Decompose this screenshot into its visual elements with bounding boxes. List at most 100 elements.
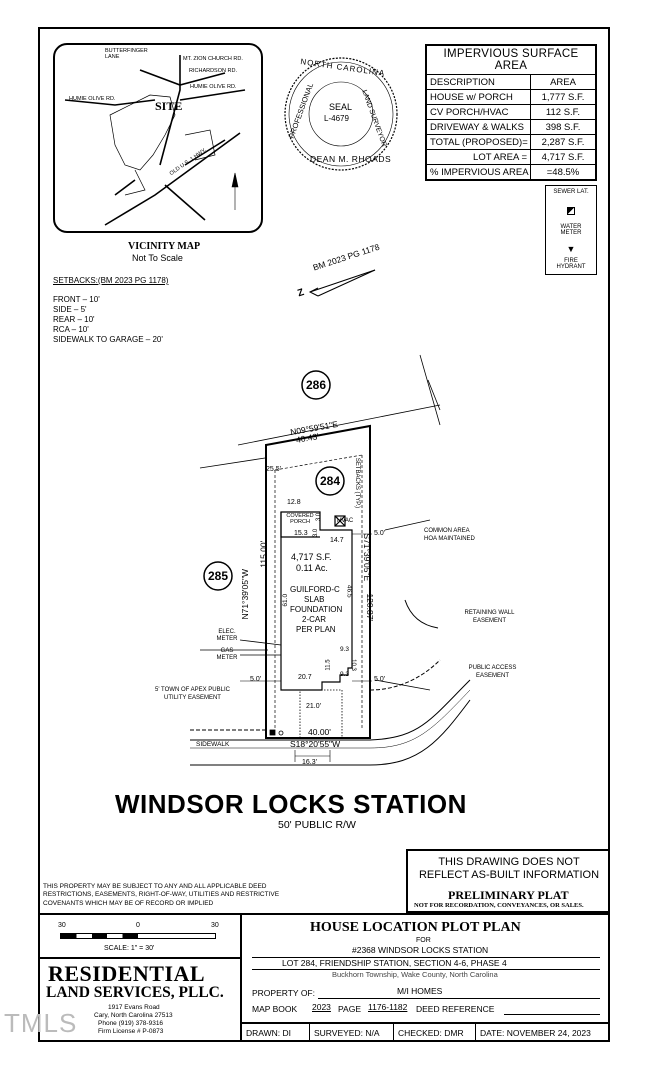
south-bearing: S18°20'55"W: [290, 739, 341, 749]
road-label-humie-olive-1: HUMIE OLIVE RD.: [190, 84, 237, 90]
symbol-legend: SEWER LAT. WATER METER ▼ FIRE HYDRANT: [545, 185, 597, 275]
dim-16-3: 16.3': [302, 759, 317, 766]
setback-rear: REAR – 10': [53, 315, 95, 324]
property-value: M/I HOMES: [397, 986, 443, 996]
title-underline: [252, 957, 600, 958]
row-label: LOT AREA =: [427, 150, 531, 164]
scale-tick-zero: 0: [136, 922, 140, 929]
svg-text:Z: Z: [296, 287, 305, 299]
table-row: LOT AREA = 4,717 S.F.: [427, 150, 595, 165]
dim-20-7: 20.7: [298, 674, 312, 681]
dim-5-0-east: 5.0': [374, 530, 386, 537]
lot-number-285: 285: [208, 569, 229, 583]
elec-meter-label: ELEC. METER: [216, 629, 238, 643]
setbacks-title: SETBACKS:(BM 2023 PG 1178): [53, 276, 169, 285]
plan-lot: LOT 284, FRIENDSHIP STATION, SECTION 4-6…: [282, 958, 507, 968]
row-label: % IMPERVIOUS AREA: [427, 165, 531, 179]
site-label: SITE: [155, 99, 183, 113]
vicinity-map: BUTTERFINGER LANE MT. ZION CHURCH RD. RI…: [53, 43, 263, 233]
dim-9-3: 9.3: [340, 646, 350, 653]
sewer-icon: [546, 207, 596, 217]
table-row: DRIVEWAY & WALKS 398 S.F.: [427, 120, 595, 135]
company-address-2: Cary, North Carolina 27513: [94, 1012, 173, 1019]
east-distance: 120.87': [365, 593, 376, 622]
drawing-note: THIS DRAWING DOES NOT REFLECT AS-BUILT I…: [418, 856, 600, 881]
retaining-wall-label: RETAINING WALL EASEMENT: [464, 610, 515, 624]
setback-side: SIDE – 5': [53, 305, 87, 314]
header-area: AREA: [550, 76, 576, 88]
road-label-richardson: RICHARDSON RD.: [189, 68, 237, 74]
lot-number-286: 286: [306, 378, 327, 392]
road-label-butterfinger: BUTTERFINGER LANE: [105, 48, 148, 60]
lot-underline: [252, 969, 600, 970]
prelim-subtext: NOT FOR RECORDATION, CONVEYANCES, OR SAL…: [414, 902, 584, 909]
south-distance: 40.00': [308, 727, 331, 737]
impervious-area-table: IMPERVIOUS SURFACE AREA DESCRIPTION AREA…: [425, 44, 597, 181]
table-row: CV PORCH/HVAC 112 S.F.: [427, 105, 595, 120]
scale-divider: [38, 957, 240, 959]
map-book-value: 2023: [312, 1002, 331, 1012]
row-value: 1,777 S.F.: [541, 91, 585, 103]
seal-drawing: [284, 57, 398, 171]
dim-46-5: 46.5: [345, 584, 353, 598]
drawing-date: DATE: NOVEMBER 24, 2023: [480, 1028, 591, 1038]
plan-address: #2368 WINDSOR LOCKS STATION: [352, 945, 489, 955]
east-bearing: S71°39'05"E: [362, 533, 373, 582]
setbacks-typ: SETBACKS (TYP.): [354, 457, 361, 509]
dim-3-0: 3.0: [313, 528, 320, 538]
plan-location: Buckhorn Township, Wake County, North Ca…: [332, 970, 498, 979]
scale-company-box: 30 0 30 SCALE: 1" = 30' RESIDENTIAL LAND…: [38, 913, 242, 1042]
house-foundation: FOUNDATION: [290, 605, 343, 614]
company-license: Firm License # P-0873: [98, 1028, 164, 1035]
scale-bar: [60, 933, 216, 939]
title-block-footer: DRAWN: DI SURVEYED: N/A CHECKED: DMR DAT…: [242, 1022, 610, 1042]
title-block: HOUSE LOCATION PLOT PLAN FOR #2368 WINDS…: [242, 913, 610, 1042]
lot-number-284: 284: [320, 474, 341, 488]
table-row: HOUSE w/ PORCH 1,777 S.F.: [427, 90, 595, 105]
plan-title: HOUSE LOCATION PLOT PLAN: [310, 920, 521, 935]
row-value: 112 S.F.: [545, 106, 581, 118]
public-access-label: PUBLIC ACCESS EASEMENT: [468, 665, 517, 679]
scale-tick-right: 30: [211, 922, 219, 929]
company-name-1: RESIDENTIAL: [48, 961, 206, 986]
sidewalk-label: SIDEWALK: [196, 741, 230, 748]
dim-5-0-east-front: 5.0': [374, 676, 386, 683]
covered-porch-label: COVERED PORCH: [286, 513, 314, 525]
hvac-label: HVAC: [337, 518, 354, 524]
dim-9-3-b: 9.3: [340, 671, 350, 678]
dim-11-5: 11.5: [325, 659, 332, 671]
dim-3-0-b: 3.0: [316, 512, 323, 522]
house-garage: 2-CAR: [302, 615, 327, 624]
dim-25-5: 25.5': [266, 466, 281, 473]
road-label-mt-zion: MT. ZION CHURCH RD.: [183, 56, 243, 62]
right-of-way: 50' PUBLIC R/W: [278, 819, 356, 831]
surveyed-by: SURVEYED: N/A: [310, 1024, 394, 1042]
mls-watermark: TMLS: [4, 1008, 78, 1038]
row-value: 4,717 S.F.: [541, 151, 585, 163]
prelim-note-box: THIS DRAWING DOES NOT REFLECT AS-BUILT I…: [406, 849, 610, 913]
gas-meter-label: GAS METER: [216, 648, 238, 662]
table-row: % IMPERVIOUS AREA =48.5%: [427, 165, 595, 179]
header-description: DESCRIPTION: [427, 75, 531, 89]
lot-area-sf: 4,717 S.F.: [291, 552, 332, 562]
row-value: 398 S.F.: [545, 121, 581, 133]
house-slab: SLAB: [304, 595, 325, 604]
checked-by: CHECKED: DMR: [394, 1024, 476, 1042]
dim-5-0-west: 5.0': [250, 676, 262, 683]
legend-sewer: SEWER LAT.: [553, 189, 589, 195]
deed-underline: [504, 1014, 600, 1015]
drawing-frame: [38, 27, 610, 1042]
company-address-1: 1917 Evans Road: [108, 1004, 160, 1011]
row-value: =48.5%: [546, 166, 580, 178]
house-per-plan: PER PLAN: [296, 625, 336, 634]
table-row: TOTAL (PROPOSED)= 2,287 S.F.: [427, 135, 595, 150]
scale-label: SCALE: 1" = 30': [104, 945, 155, 952]
dim-61-0: 61.0: [282, 593, 290, 607]
setback-front: FRONT – 10': [53, 295, 100, 304]
dim-21-0: 21.0': [306, 703, 321, 710]
west-bearing: N71°39'05"W: [240, 568, 251, 620]
company-name-2: LAND SERVICES, PLLC.: [46, 984, 224, 1001]
vicinity-map-subtitle: Not To Scale: [132, 253, 183, 263]
legend-hydrant: FIRE HYDRANT: [556, 258, 586, 270]
